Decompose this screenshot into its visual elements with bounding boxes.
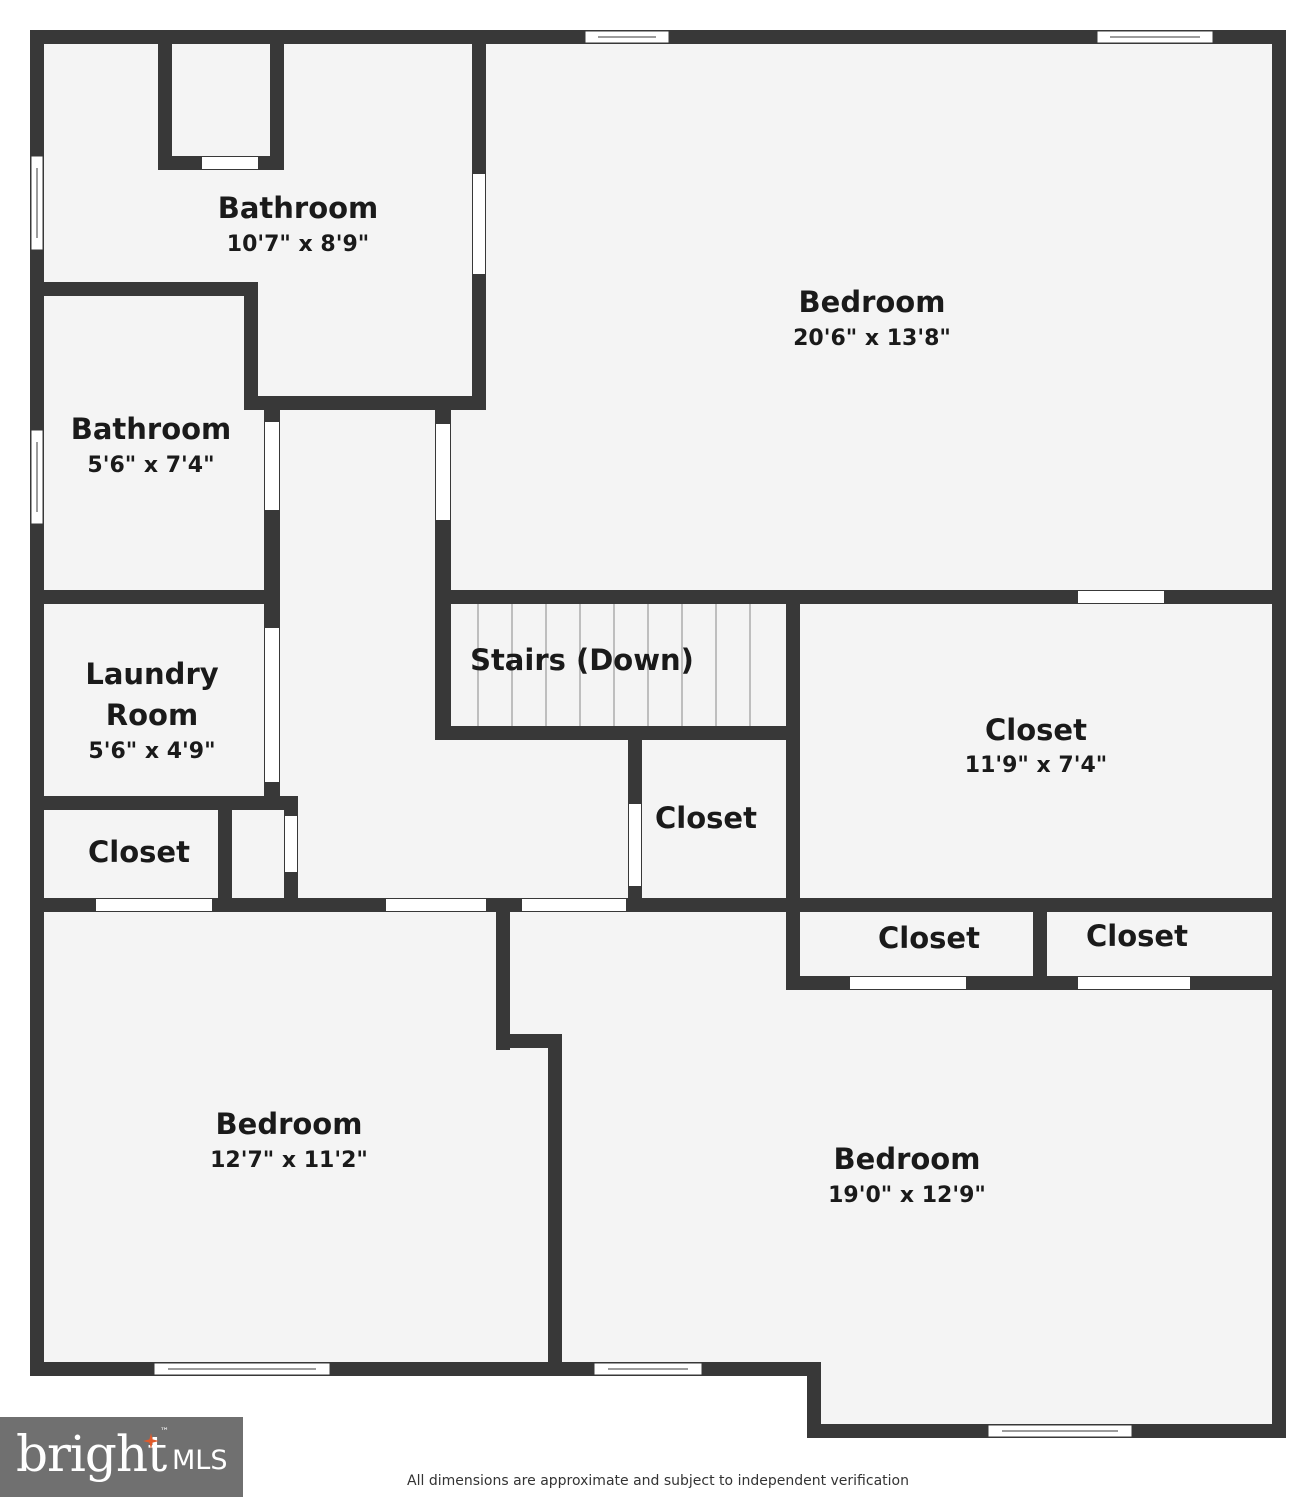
disclaimer-text: All dimensions are approximate and subje… [407,1473,909,1489]
room-labels: Bathroom 10'7" x 8'9" Bedroom 20'6" x 13… [71,191,1188,1208]
room-dims-bedroom-1: 20'6" x 13'8" [793,326,951,351]
room-dims-bathroom-1: 10'7" x 8'9" [227,232,369,257]
room-name-bedroom-3: Bedroom [834,1142,981,1176]
room-name-closet-1: Closet [985,713,1087,747]
room-name-bedroom-1: Bedroom [799,285,946,319]
room-dims-bedroom-3: 19'0" x 12'9" [828,1183,986,1208]
stair-treads [441,604,751,726]
room-name-laundry-line1: Laundry [85,657,218,691]
floor-fill [36,36,1279,1430]
room-dims-bedroom-2: 12'7" x 11'2" [210,1148,368,1173]
room-name-closet-4: Closet [878,921,980,955]
room-dims-bathroom-2: 5'6" x 7'4" [87,453,214,478]
windows [30,30,1214,1438]
room-name-bedroom-2: Bedroom [216,1107,363,1141]
bright-mls-logo: bright ™ MLS [0,1417,243,1497]
logo-trademark: ™ [160,1427,169,1437]
room-name-closet-2: Closet [655,801,757,835]
logo-mls-text: MLS [172,1445,228,1476]
room-name-bathroom-2: Bathroom [71,412,232,446]
room-name-closet-3: Closet [88,835,190,869]
room-dims-laundry: 5'6" x 4'9" [88,739,215,764]
room-name-laundry-line2: Room [106,698,198,732]
room-name-bathroom-1: Bathroom [218,191,379,225]
sparkle-icon [143,1433,159,1449]
door-openings [96,157,1190,989]
room-name-stairs: Stairs (Down) [470,643,694,677]
room-name-closet-5: Closet [1086,919,1188,953]
room-dims-closet-1: 11'9" x 7'4" [965,753,1107,778]
logo-brand-text: bright [16,1425,167,1483]
